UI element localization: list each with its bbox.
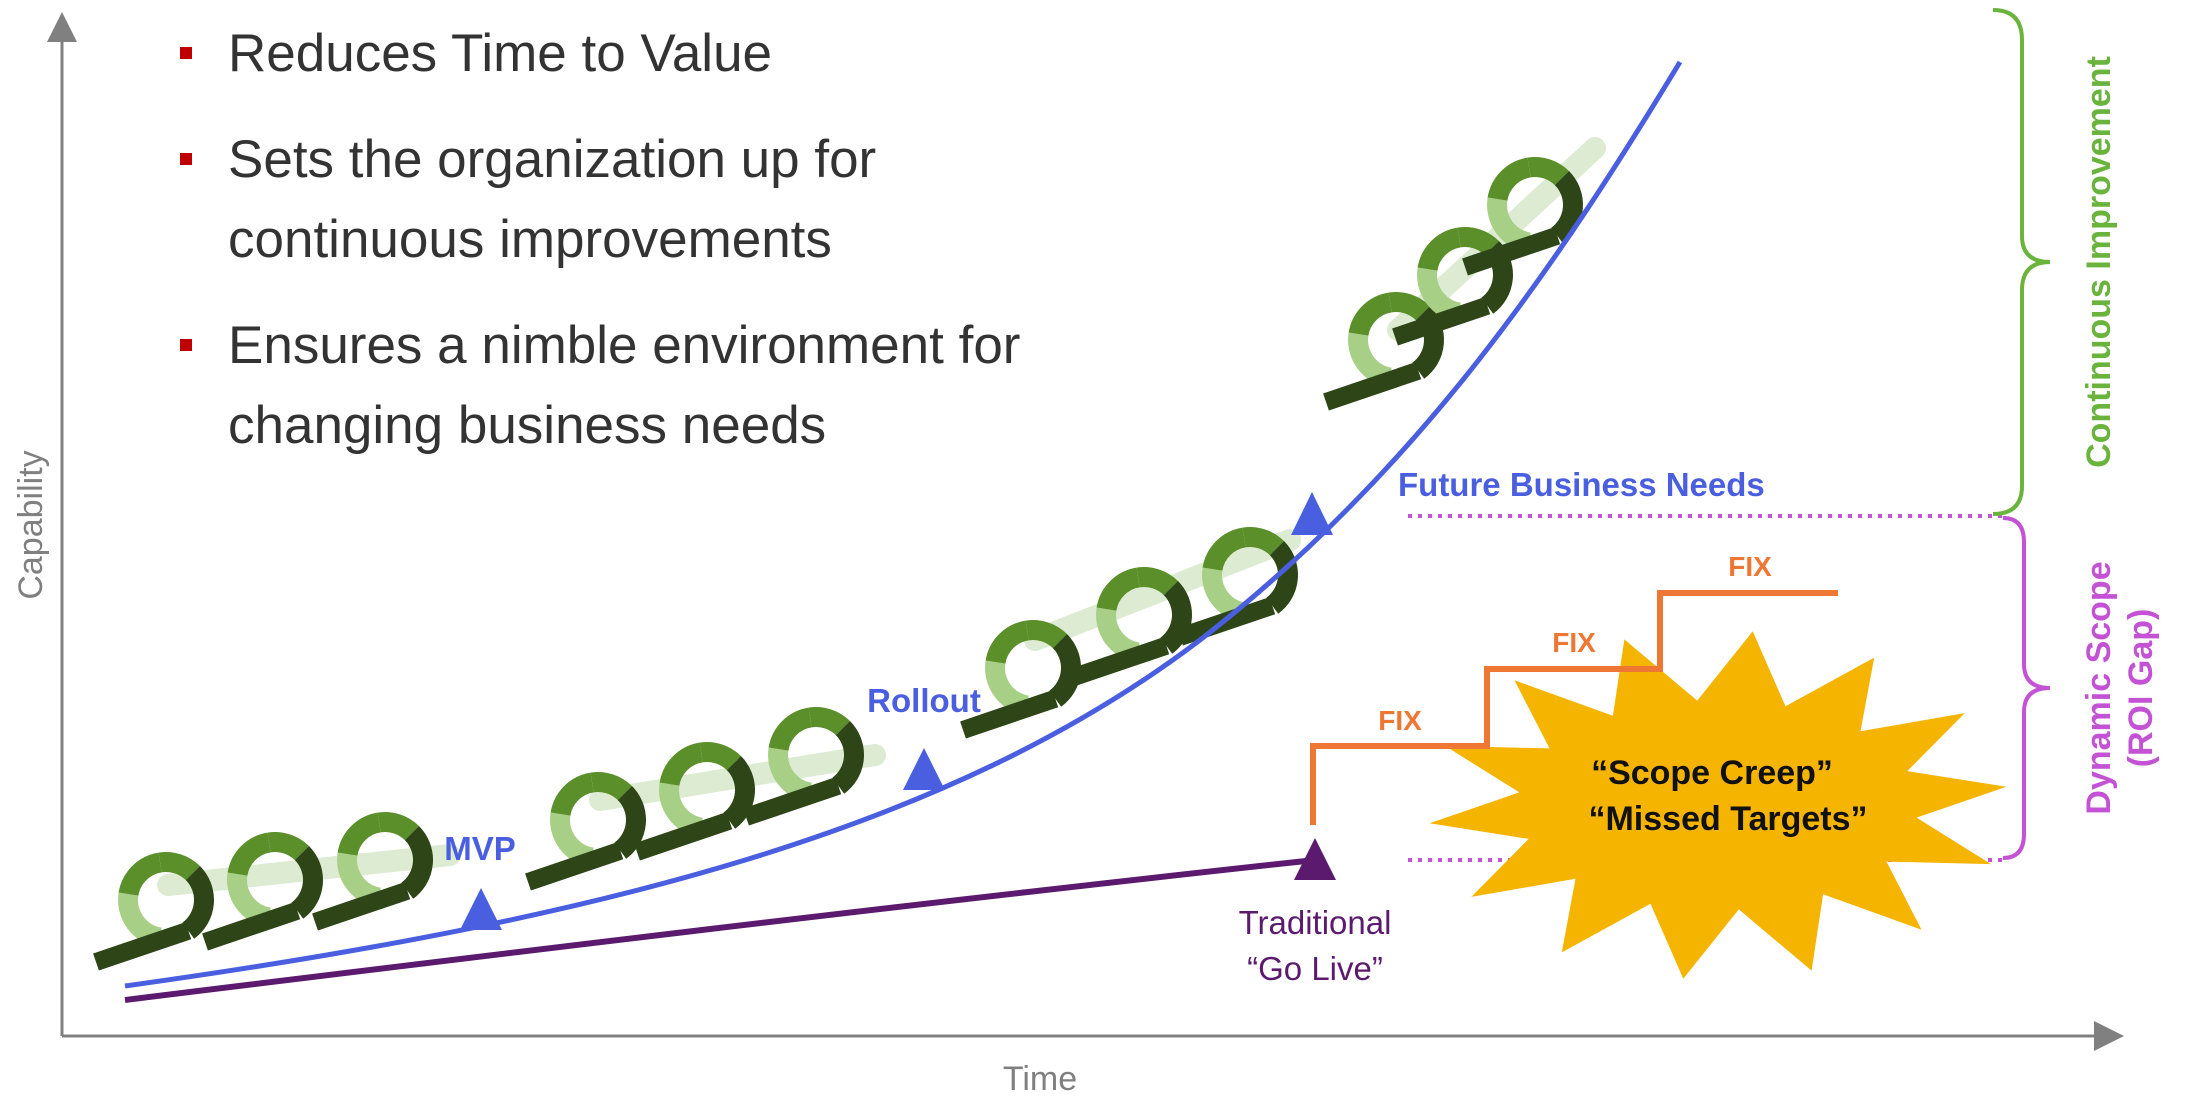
dynamic-scope-bracket [2002, 516, 2051, 860]
bullet-square-icon [180, 153, 192, 165]
iteration-loop-icon [525, 772, 646, 891]
fix-label-2: FIX [1552, 627, 1596, 658]
dynamic-scope-label-line2: (ROI Gap) [2122, 609, 2160, 768]
bullet-square-icon [180, 339, 192, 351]
mvp-label: MVP [444, 830, 516, 867]
iteration-loop-icon [960, 620, 1081, 739]
bullet-text: Reduces Time to Value [228, 24, 773, 83]
y-axis-label: Capability [12, 450, 50, 599]
bullet-text: Sets the organization up for continuous … [228, 130, 877, 269]
continuous-improvement-label: Continuous Improvement [2080, 56, 2118, 468]
agile-curve [124, 60, 1683, 989]
iteration-loop-icon [634, 742, 755, 861]
iteration-loop-icon [1323, 292, 1444, 411]
scope-creep-burst-icon [1429, 631, 2007, 979]
iteration-loop-icon [1071, 567, 1192, 686]
mvp-marker-icon [460, 888, 502, 930]
future-marker-icon [1291, 492, 1333, 535]
iteration-loop-icon [312, 812, 433, 931]
iteration-loop-icon [93, 852, 214, 971]
fix-steps-line [1310, 590, 1838, 825]
bullet-item: Ensures a nimble environment for changin… [180, 306, 1188, 466]
bullet-item: Reduces Time to Value [180, 14, 1180, 94]
rollout-marker-icon [903, 748, 945, 790]
go-live-marker-icon [1294, 838, 1336, 880]
iteration-loop-icon [1462, 157, 1583, 276]
fix-label-1: FIX [1378, 705, 1422, 736]
iteration-loop-icon [202, 832, 323, 951]
continuous-improvement-bracket [1992, 8, 2051, 516]
traditional-curve [124, 857, 1316, 1003]
rollout-label: Rollout [867, 682, 981, 719]
x-axis-label: Time [1003, 1060, 1077, 1098]
burst-line2: “Missed Targets” [1588, 800, 1867, 838]
go-live-label-line2: “Go Live” [1247, 950, 1383, 987]
future-business-needs-label: Future Business Needs [1398, 466, 1765, 503]
iteration-loops [93, 137, 1606, 971]
go-live-label-line1: Traditional [1239, 904, 1392, 941]
bullet-item: Sets the organization up for continuous … [180, 120, 1028, 280]
fix-label-3: FIX [1728, 551, 1772, 582]
burst-line1: “Scope Creep” [1591, 754, 1833, 792]
bullet-square-icon [180, 47, 192, 59]
iteration-loop-icon [743, 707, 864, 826]
bullet-text: Ensures a nimble environment for changin… [228, 316, 1021, 455]
benefit-bullets: Reduces Time to Value Sets the organizat… [180, 14, 1180, 492]
dynamic-scope-label-line1: Dynamic Scope [2080, 561, 2118, 814]
